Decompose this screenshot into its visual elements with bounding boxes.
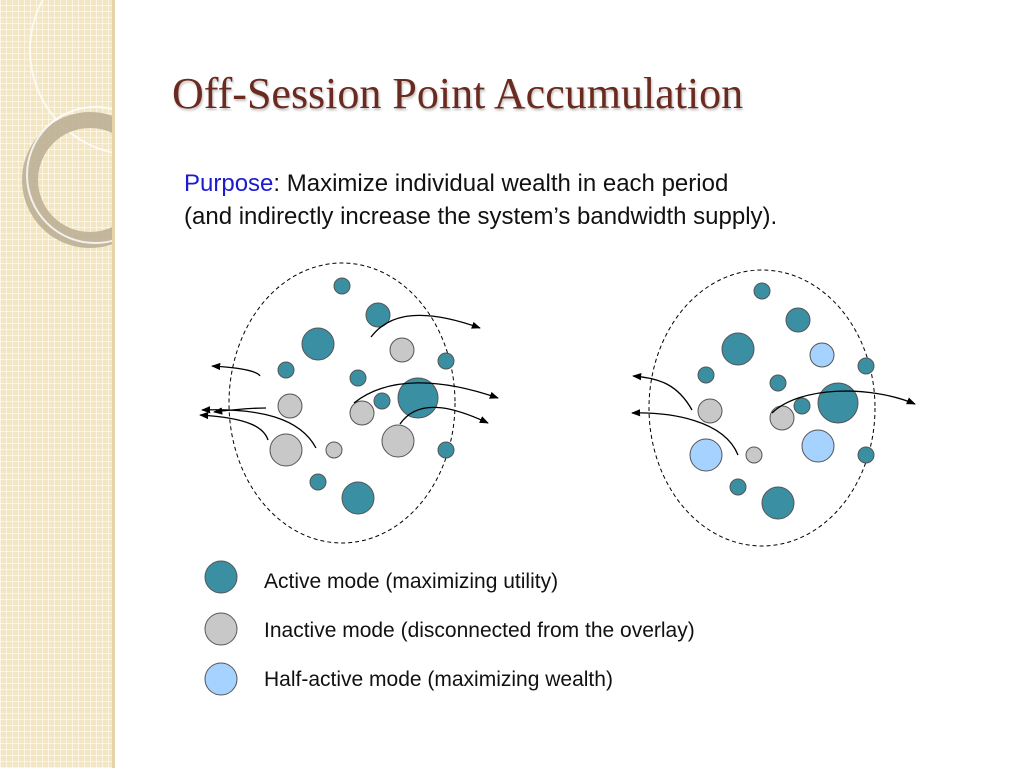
departure-arrow (632, 372, 693, 411)
node-inactive (697, 398, 723, 424)
decorative-side-strip (0, 0, 115, 768)
node-inactive (277, 393, 303, 419)
node-active (817, 382, 859, 424)
cluster-boundary (648, 269, 876, 547)
purpose-text: Purpose: Maximize individual wealth in e… (184, 167, 777, 233)
legend-swatch-active (204, 560, 238, 594)
node-active (793, 397, 811, 415)
decorative-rings (22, 0, 112, 248)
node-active (857, 357, 875, 375)
departure-arrow (399, 406, 489, 425)
node-inactive (381, 424, 415, 458)
node-half-active (809, 342, 835, 368)
node-active (309, 473, 327, 491)
node-inactive (325, 441, 343, 459)
node-active (373, 392, 391, 410)
purpose-line-1: Purpose: Maximize individual wealth in e… (184, 167, 777, 200)
departure-arrow (201, 406, 317, 449)
node-inactive (745, 446, 763, 464)
node-active (365, 302, 391, 328)
departure-arrow (370, 314, 481, 338)
purpose-keyword: Purpose (184, 170, 274, 197)
right-cluster (631, 269, 916, 547)
purpose-description: : Maximize individual wealth in each per… (273, 170, 729, 197)
cluster-boundary (228, 262, 456, 544)
node-active (437, 352, 455, 370)
purpose-line-2: (and indirectly increase the system’s ba… (184, 203, 778, 230)
left-cluster (199, 262, 499, 544)
departure-arrow (211, 362, 261, 377)
node-active (761, 486, 795, 520)
node-active (277, 361, 295, 379)
legend (204, 560, 238, 696)
node-active (697, 366, 715, 384)
node-half-active (689, 438, 723, 472)
node-active (753, 282, 771, 300)
node-active (721, 332, 755, 366)
node-active (769, 374, 787, 392)
departure-arrow (213, 407, 267, 415)
node-active (729, 478, 747, 496)
node-inactive (389, 337, 415, 363)
node-active (349, 369, 367, 387)
node-inactive (769, 405, 795, 431)
departure-arrow (771, 390, 916, 414)
node-half-active (801, 429, 835, 463)
node-active (857, 446, 875, 464)
legend-half-active-label: Half-active mode (maximizing wealth) (264, 668, 613, 691)
node-active (333, 277, 351, 295)
node-inactive (269, 433, 303, 467)
departure-arrow (631, 409, 739, 456)
node-active (341, 481, 375, 515)
node-inactive (349, 400, 375, 426)
departure-arrow (199, 411, 269, 441)
legend-active-label: Active mode (maximizing utility) (264, 570, 559, 593)
node-active (785, 307, 811, 333)
legend-swatch-inactive (204, 612, 238, 646)
departure-arrow (353, 382, 499, 404)
node-active (437, 441, 455, 459)
legend-inactive-label: Inactive mode (disconnected from the ove… (264, 619, 695, 642)
page-title: Off-Session Point Accumulation (172, 69, 744, 118)
node-active (301, 327, 335, 361)
legend-swatch-half-active (204, 662, 238, 696)
